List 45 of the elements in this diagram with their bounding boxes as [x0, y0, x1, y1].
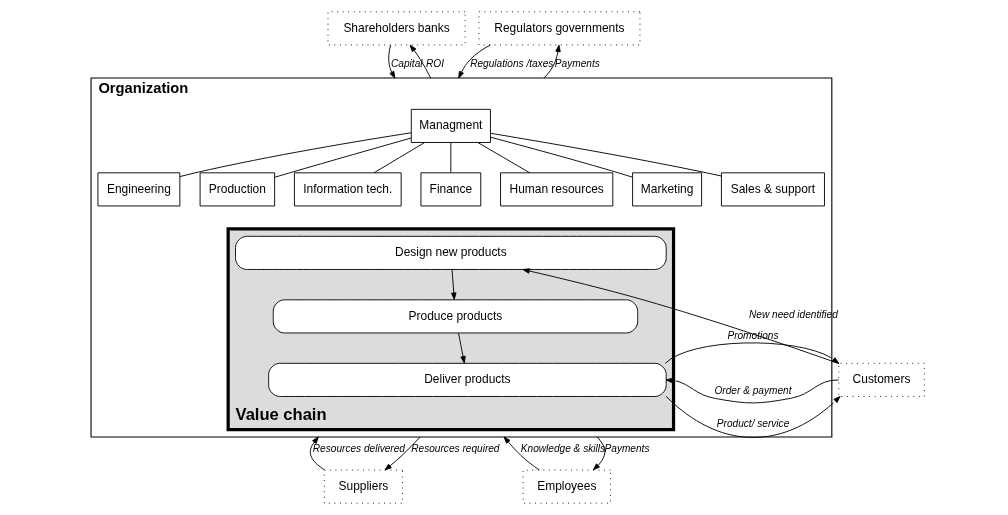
- edge-label: Payments: [604, 442, 650, 454]
- edge-label: Order & payment: [714, 385, 792, 397]
- arrow: [309, 436, 326, 471]
- node-box: Design new products: [235, 235, 667, 270]
- node-box: Human resources: [500, 172, 614, 207]
- arrow: [665, 396, 841, 438]
- connector: [490, 136, 633, 178]
- arrow: [458, 44, 491, 79]
- node-box: Deliver products: [268, 362, 667, 397]
- arrow: [664, 342, 840, 364]
- node-box: Employees: [522, 469, 611, 504]
- edge-label: Product/ service: [716, 417, 790, 429]
- connector: [450, 142, 452, 173]
- node-box: Suppliers: [323, 469, 403, 504]
- connector: [179, 132, 412, 178]
- arrow: [451, 269, 457, 300]
- arrow: [458, 332, 466, 364]
- edge-label: Regulations /taxes: [470, 57, 554, 69]
- node-box: Produce products: [272, 299, 639, 334]
- arrow: [409, 44, 432, 79]
- node-box: Marketing: [632, 172, 703, 207]
- arrow: [503, 436, 540, 471]
- edge-label: ROI: [426, 57, 444, 69]
- node-box: Production: [199, 172, 276, 207]
- arrow: [543, 44, 561, 79]
- node-box: Shareholders banks: [327, 11, 466, 46]
- node-box: Customers: [838, 362, 925, 397]
- node-box: Sales & support: [720, 172, 825, 207]
- node-box: Engineering: [97, 172, 181, 207]
- arrow: [384, 436, 421, 471]
- node-box: Managment: [410, 108, 491, 143]
- arrow: [388, 44, 396, 79]
- node-box: Information tech.: [293, 172, 402, 207]
- node-box: Finance: [420, 172, 482, 207]
- connector: [373, 142, 426, 174]
- edge-label: Payments: [554, 57, 600, 69]
- edge-label: Resources delivered: [312, 442, 405, 454]
- node-box: Regulators governments: [478, 11, 641, 46]
- edge-label: Capital: [391, 57, 423, 69]
- connector: [274, 137, 412, 178]
- connector: [477, 142, 531, 174]
- arrow: [522, 268, 839, 364]
- arrow: [665, 377, 840, 404]
- connector: [489, 132, 722, 177]
- edge-label: Resources required: [411, 442, 500, 454]
